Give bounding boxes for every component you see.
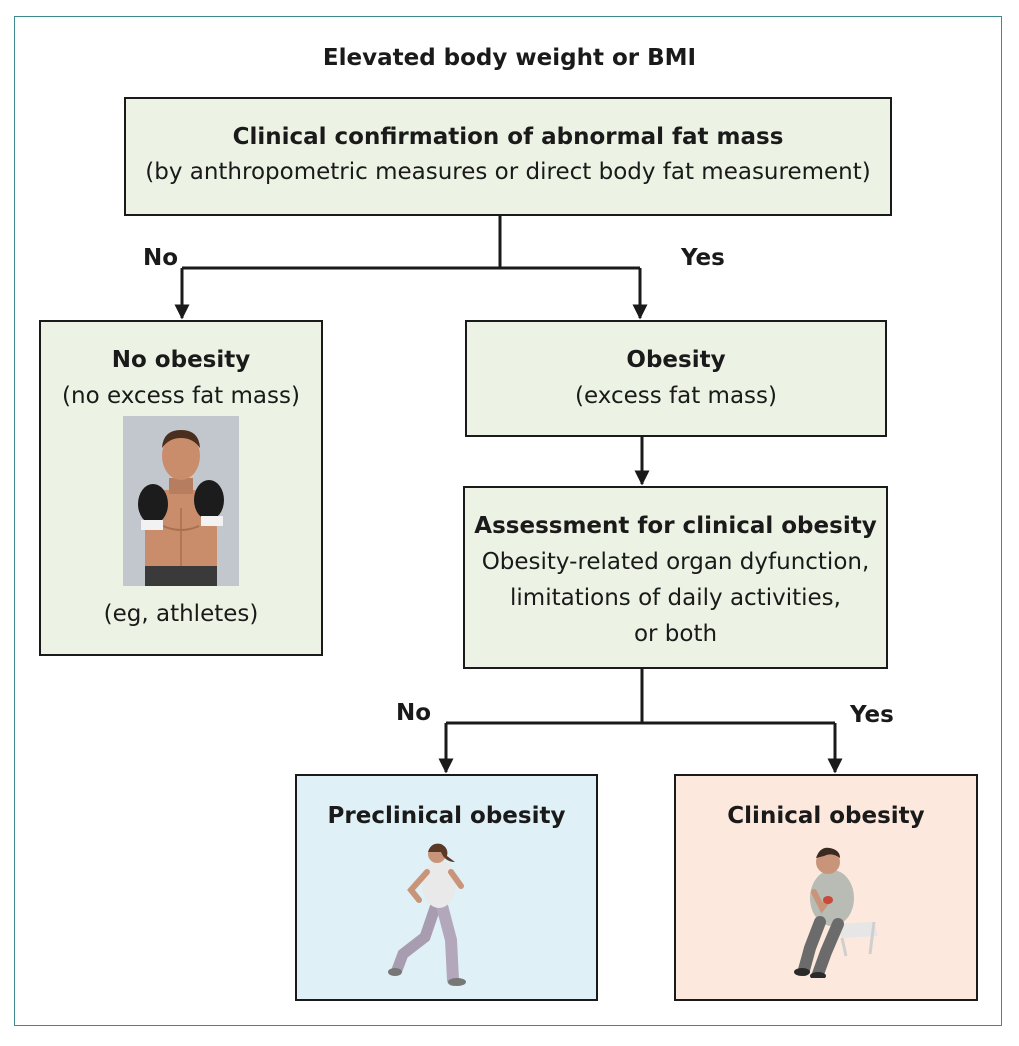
diagram-title: Elevated body weight or BMI [322,45,697,71]
node-confirmation-subtitle: (by anthropometric measures or direct bo… [145,159,871,185]
node-confirmation-title: Clinical confirmation of abnormal fat ma… [232,124,784,150]
figure-frame [14,16,1002,1026]
node-clinical: Clinical obesity [674,774,978,1001]
edge-label-no-1: No [143,245,179,271]
node-confirmation: Clinical confirmation of abnormal fat ma… [124,97,892,216]
node-preclinical-title: Preclinical obesity [327,803,566,829]
node-obesity: Obesity (excess fat mass) [465,320,887,437]
node-obesity-subtitle: (excess fat mass) [575,383,777,409]
node-clinical-title: Clinical obesity [727,803,925,829]
node-no-obesity-caption: (eg, athletes) [103,601,259,627]
node-assessment-title: Assessment for clinical obesity [474,513,877,539]
node-assessment: Assessment for clinical obesity Obesity-… [463,486,888,669]
edge-label-yes-2: Yes [850,702,894,728]
node-assessment-line1: Obesity-related organ dyfunction, [481,549,870,575]
node-no-obesity-subtitle: (no excess fat mass) [62,383,300,409]
seated-man-illustration [794,847,878,978]
node-preclinical: Preclinical obesity [295,774,598,1001]
edge-label-yes-1: Yes [681,245,725,271]
node-assessment-line2: limitations of daily activities, [510,585,841,611]
edge-label-no-2: No [396,700,432,726]
node-no-obesity: No obesity (no excess fat mass) (eg, ath… [39,320,323,656]
node-assessment-line3: or both [633,621,718,647]
node-obesity-title: Obesity [626,347,726,373]
boxer-illustration [123,416,239,586]
running-woman-illustration [388,843,466,986]
node-no-obesity-title: No obesity [111,347,251,373]
